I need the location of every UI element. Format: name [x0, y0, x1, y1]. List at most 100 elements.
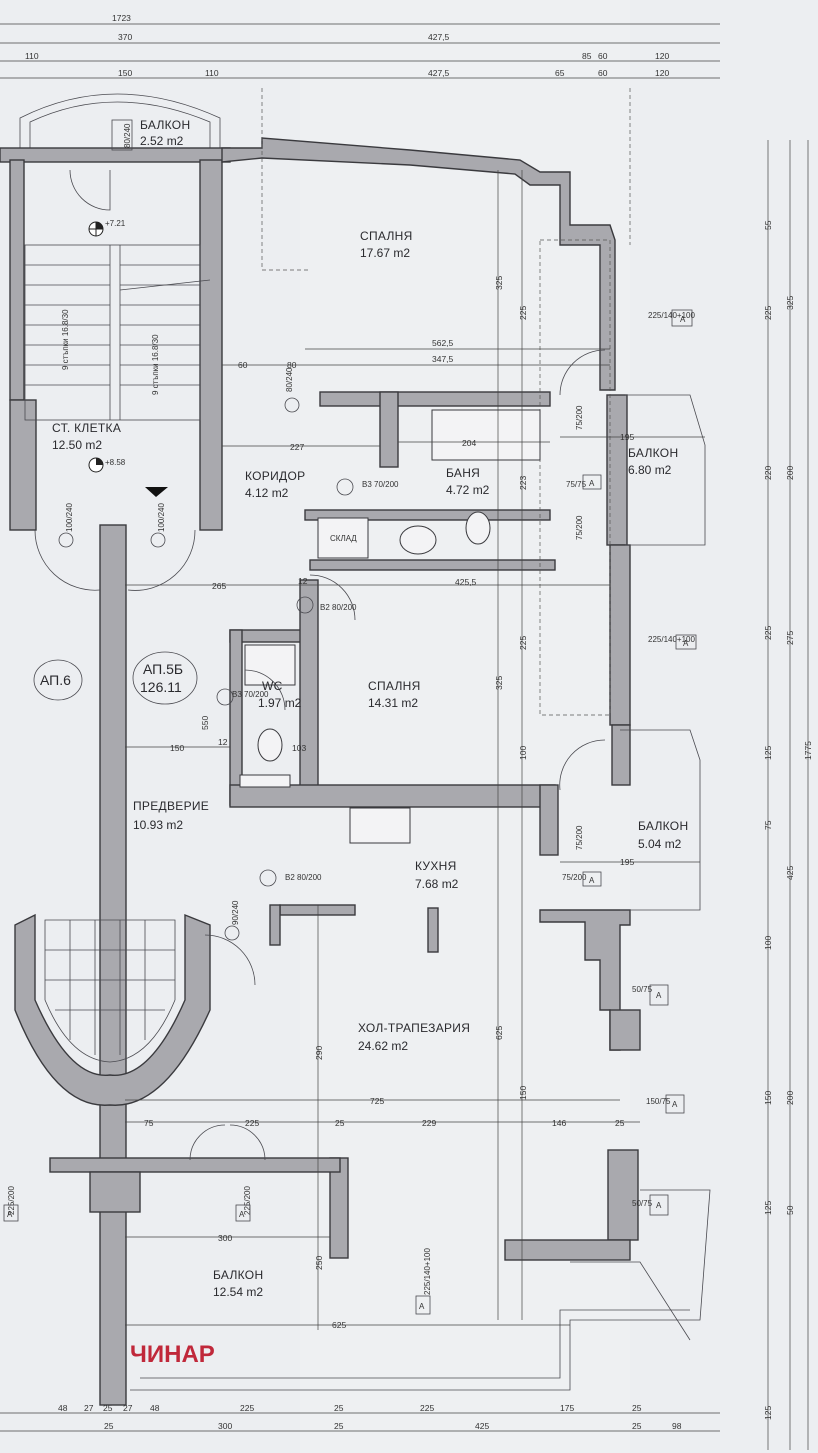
dim-bot-j: 25	[632, 1403, 642, 1413]
opening-tags: A 225/140+100 75/200 75/75 A 225/140+100…	[3, 119, 697, 1315]
watermark-label: ЧИНАР	[130, 1341, 215, 1368]
room-balcony-bottom-name: БАЛКОН	[213, 1268, 263, 1282]
window-marker-10: A	[419, 1302, 425, 1311]
window-marker-7: A	[656, 991, 662, 1000]
dim-int-n: 195	[620, 857, 634, 867]
level-markers: +7.21 +8.58	[88, 219, 168, 497]
dim-int-s: 229	[422, 1118, 436, 1128]
room-balcony-east2-area: 5.04 m2	[638, 837, 682, 851]
room-kitchen-area: 7.68 m2	[415, 877, 459, 891]
dim-vin-h: 150	[518, 1086, 528, 1100]
dim-int-k: 150	[170, 743, 184, 753]
room-entrance-area: 10.93 m2	[133, 818, 183, 832]
dim-right-k: 325	[785, 296, 795, 310]
top-dimension-chain: 1723 370 427,5 85 60 120 110 150 110 427…	[0, 13, 720, 79]
spiral-staircase	[14, 913, 211, 1106]
dim-right-m: 275	[785, 631, 795, 645]
dim-vin-d: 225	[518, 306, 528, 320]
room-bedroom-mid-name: СПАЛНЯ	[368, 679, 421, 693]
dim-bot-i: 175	[560, 1403, 574, 1413]
dim-vin-k: 550	[200, 716, 210, 730]
dim-int-o: 725	[370, 1096, 384, 1106]
dim-int-d: 80	[287, 360, 297, 370]
apt-area-label: 126.11	[140, 679, 182, 695]
dim-right-e: 125	[763, 746, 773, 760]
dim-int-j: 425,5	[455, 577, 477, 587]
door-tag-1: В3 70/200	[362, 480, 399, 489]
right-dimension-chain: 55 225 220 225 125 75 100 150 125 125 32…	[763, 140, 813, 1450]
room-wc-name: WC	[262, 679, 283, 693]
window-marker-1: A	[680, 315, 686, 324]
door-tag-5: В2 80/200	[285, 873, 322, 882]
dim-right-d: 225	[763, 626, 773, 640]
dim-int-t: 146	[552, 1118, 566, 1128]
dim-top-j: 65	[555, 68, 565, 78]
dim-top-f: 110	[25, 51, 39, 61]
window-tag-5: 75/200	[575, 515, 584, 540]
room-corridor-area: 4.12 m2	[245, 486, 289, 500]
dim-int-h: 265	[212, 581, 226, 591]
dim-top-l: 120	[655, 68, 669, 78]
dim-vin-j: 250	[314, 1256, 324, 1270]
dim-int-f: 204	[462, 438, 476, 448]
room-balcony-east1-name: БАЛКОН	[628, 446, 678, 460]
stair-label-right: 9 стъпки 16.8/30	[151, 334, 160, 395]
bathtub	[431, 409, 541, 461]
apt-id-label: АП.5Б	[143, 661, 183, 677]
door-tag-10: 80/240	[123, 123, 132, 148]
dim-bot-p: 98	[672, 1421, 682, 1431]
window-marker-3: A	[589, 479, 595, 488]
dim-bot-m: 25	[334, 1421, 344, 1431]
dim-top-g: 150	[118, 68, 132, 78]
door-tag-9: 100/240	[157, 503, 166, 532]
window-tag-10: 225/140+100	[423, 1248, 432, 1295]
window-tag-6: 75/200	[575, 825, 584, 850]
window-marker-8: A	[672, 1100, 678, 1109]
window-marker-9: A	[656, 1201, 662, 1210]
dim-bot-e: 48	[150, 1403, 160, 1413]
window-tag-12: 225/200	[7, 1186, 16, 1215]
dim-int-m: 103	[292, 743, 306, 753]
stair-label-left: 9 стъпки 16.8/30	[61, 309, 70, 370]
dim-right-g: 100	[763, 936, 773, 950]
dim-right-p: 50	[785, 1205, 795, 1215]
dim-int-p: 75	[144, 1118, 154, 1128]
dim-int-v: 300	[218, 1233, 232, 1243]
dim-int-w: 625	[332, 1320, 346, 1330]
wc-toilet	[257, 728, 283, 762]
room-stairwell-name: СТ. КЛЕТКА	[52, 421, 121, 435]
dim-right-j: 125	[763, 1406, 773, 1420]
room-balcony-top-area: 2.52 m2	[140, 134, 184, 148]
room-labels: БАЛКОН 2.52 m2 СПАЛНЯ 17.67 m2 СТ. КЛЕТК…	[52, 118, 688, 1299]
dim-right-a: 55	[763, 220, 773, 230]
window-tag-9: 50/75	[632, 1199, 653, 1208]
dim-top-total: 1723	[112, 13, 131, 23]
room-storage-name: СКЛАД	[330, 534, 357, 543]
dim-int-b: 347,5	[432, 354, 454, 364]
kitchen-sink	[349, 807, 411, 844]
window-marker-4: A	[683, 639, 689, 648]
dim-right-b: 225	[763, 306, 773, 320]
room-dining-name: ХОЛ-ТРАПЕЗАРИЯ	[358, 1021, 470, 1035]
window-tag-2: 75/200	[575, 405, 584, 430]
dim-int-l: 12	[218, 737, 228, 747]
room-bathroom-area: 4.72 m2	[446, 483, 490, 497]
balcony-bottom	[130, 1189, 711, 1391]
dim-right-h: 150	[763, 1091, 773, 1105]
window-tag-1: 225/140+100	[648, 311, 695, 320]
stairwell-stairs: 9 стъпки 16.8/30 9 стъпки 16.8/30	[24, 244, 211, 421]
dim-vin-b: 325	[494, 676, 504, 690]
level-mid: +8.58	[105, 458, 126, 467]
dim-top-i: 427,5	[428, 68, 450, 78]
bottom-dimension-chain: 48 27 25 27 48 225 25 225 175 25 25 300 …	[0, 1403, 720, 1432]
door-tag-8: 100/240	[65, 503, 74, 532]
room-bedroom-top-area: 17.67 m2	[360, 246, 410, 260]
dim-bot-k: 25	[104, 1421, 114, 1431]
room-entrance-name: ПРЕДВЕРИЕ	[133, 799, 209, 813]
dim-right-c: 220	[763, 466, 773, 480]
room-bathroom-name: БАНЯ	[446, 466, 480, 480]
room-kitchen-name: КУХНЯ	[415, 859, 457, 873]
window-tag-8: 150/75	[646, 1097, 671, 1106]
dim-right-l: 200	[785, 466, 795, 480]
